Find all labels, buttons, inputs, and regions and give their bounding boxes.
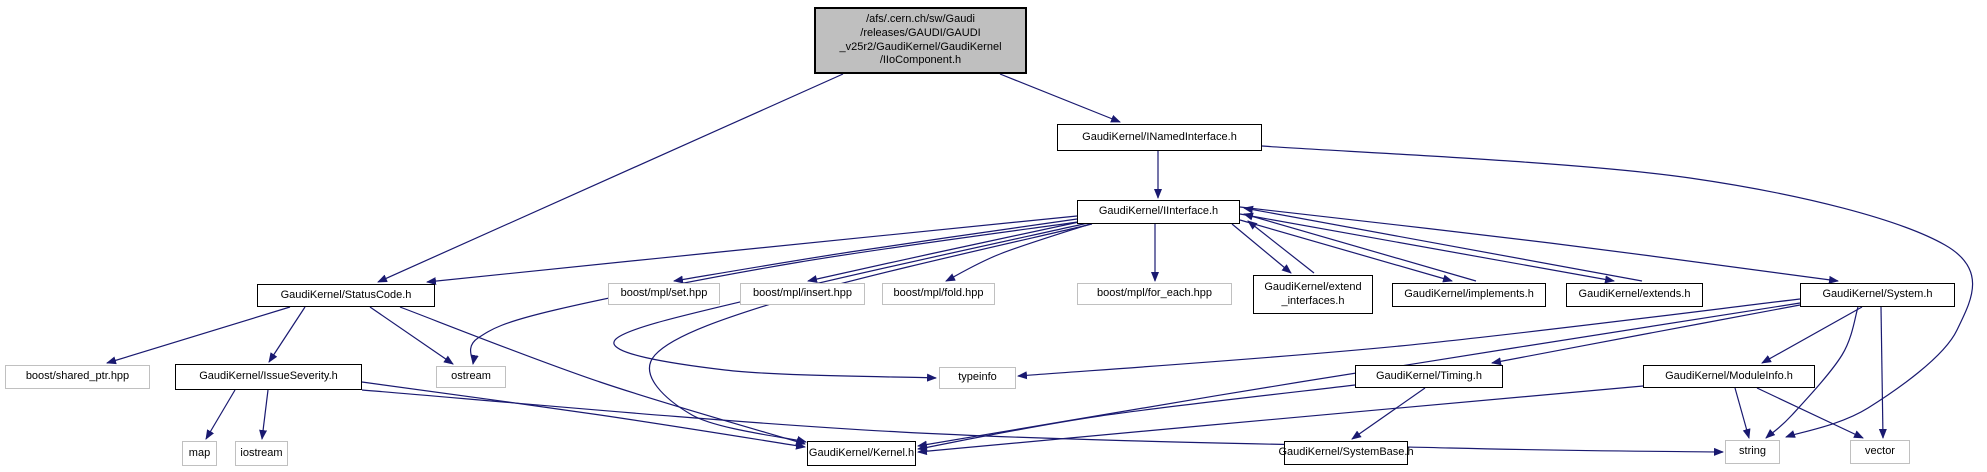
node-sharedptr: boost/shared_ptr.hpp xyxy=(5,365,150,389)
node-statuscode[interactable]: GaudiKernel/StatusCode.h xyxy=(257,284,435,307)
node-extends[interactable]: GaudiKernel/extends.h xyxy=(1566,283,1703,307)
node-mplset: boost/mpl/set.hpp xyxy=(608,283,720,305)
node-system[interactable]: GaudiKernel/System.h xyxy=(1800,283,1955,307)
edge-root-statuscode xyxy=(377,73,844,283)
node-issueseverity[interactable]: GaudiKernel/IssueSeverity.h xyxy=(175,364,362,390)
edge-timing-systembase xyxy=(1351,387,1426,440)
edge-system-vector xyxy=(1878,306,1887,439)
edge-statuscode-sharedptr xyxy=(106,306,291,365)
edge-iinterface-extends xyxy=(1239,213,1615,284)
node-extendif[interactable]: GaudiKernel/extend _interfaces.h xyxy=(1253,275,1373,314)
edge-iinterface-implements xyxy=(1239,219,1453,283)
edge-moduleinfo-kernel xyxy=(917,385,1644,456)
node-root: /afs/.cern.ch/sw/Gaudi /releases/GAUDI/G… xyxy=(814,7,1027,74)
node-map: map xyxy=(182,441,217,466)
edge-iinterface-extendif xyxy=(1231,223,1292,274)
edge-issueseverity-kernel xyxy=(361,381,806,450)
edge-extendif-iinterface xyxy=(1247,220,1315,274)
edge-system-moduleinfo xyxy=(1761,306,1863,364)
node-mplfold: boost/mpl/fold.hpp xyxy=(882,283,995,305)
edge-moduleinfo-vector xyxy=(1756,387,1864,439)
node-systembase[interactable]: GaudiKernel/SystemBase.h xyxy=(1278,441,1414,465)
edge-timing-kernel xyxy=(917,384,1356,452)
edge-iinterface-system xyxy=(1239,206,1839,284)
node-inamed[interactable]: GaudiKernel/INamedInterface.h xyxy=(1057,124,1262,151)
edge-implements-iinterface xyxy=(1243,212,1477,282)
node-implements[interactable]: GaudiKernel/implements.h xyxy=(1392,283,1546,307)
edge-issueseverity-iostream xyxy=(259,389,269,440)
node-kernel[interactable]: GaudiKernel/Kernel.h xyxy=(807,441,916,466)
edge-iinterface-mplset xyxy=(673,218,1078,284)
node-string: string xyxy=(1725,440,1780,464)
edge-iinterface-statuscode xyxy=(426,215,1078,286)
node-iostream: iostream xyxy=(235,441,288,466)
node-vector: vector xyxy=(1850,440,1910,464)
node-mplforeach: boost/mpl/for_each.hpp xyxy=(1077,283,1232,305)
node-typeinfo: typeinfo xyxy=(939,367,1016,389)
node-timing[interactable]: GaudiKernel/Timing.h xyxy=(1355,365,1503,388)
node-ostream: ostream xyxy=(436,366,506,388)
edge-iinterface-mplfold xyxy=(945,223,1091,282)
edge-issueseverity-map xyxy=(205,389,236,440)
edge-root-inamed xyxy=(999,73,1121,123)
edge-extends-iinterface xyxy=(1243,205,1643,282)
node-iinterface[interactable]: GaudiKernel/IInterface.h xyxy=(1077,200,1240,224)
node-moduleinfo[interactable]: GaudiKernel/ModuleInfo.h xyxy=(1643,365,1815,388)
edge-moduleinfo-string xyxy=(1734,387,1751,439)
edge-iinterface-kernel xyxy=(648,223,1093,444)
edge-statuscode-issueseverity xyxy=(268,306,306,363)
node-mplinsert: boost/mpl/insert.hpp xyxy=(740,283,865,305)
edge-system-timing xyxy=(1491,304,1801,366)
edge-issueseverity-string xyxy=(361,389,1724,456)
edge-iinterface-mplinsert xyxy=(807,221,1080,283)
edge-statuscode-ostream xyxy=(369,306,454,365)
